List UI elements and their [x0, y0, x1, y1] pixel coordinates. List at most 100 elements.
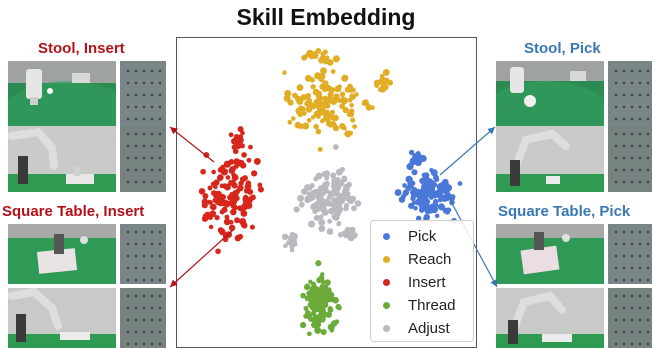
- legend-label-adjust: Adjust: [408, 320, 450, 337]
- point-thread: [306, 290, 313, 297]
- point-insert: [246, 157, 252, 163]
- point-adjust: [322, 198, 329, 205]
- point-reach: [352, 124, 357, 130]
- point-reach: [294, 121, 302, 129]
- legend-dot-reach: [383, 256, 390, 263]
- thumb-square-table-insert-arm: [120, 288, 166, 348]
- point-adjust: [346, 181, 352, 188]
- point-insert: [202, 193, 209, 200]
- point-pick: [426, 182, 433, 189]
- point-reach: [379, 73, 385, 79]
- point-insert: [231, 174, 239, 181]
- point-pick: [415, 200, 421, 206]
- point-adjust: [283, 243, 288, 249]
- photo-square-table-insert-arm: [8, 288, 116, 348]
- point-thread: [307, 295, 315, 303]
- point-pick: [438, 197, 443, 203]
- thumb-stool-pick-arm: [608, 126, 652, 192]
- point-insert: [239, 176, 246, 183]
- point-insert: [230, 208, 237, 216]
- point-insert: [235, 134, 243, 142]
- point-pick: [418, 207, 425, 213]
- point-adjust: [332, 144, 339, 150]
- point-insert: [214, 214, 220, 221]
- point-insert: [231, 182, 238, 189]
- legend-item-insert: Insert: [371, 271, 473, 294]
- point-pick: [449, 199, 455, 206]
- point-reach: [327, 91, 334, 98]
- point-reach: [339, 103, 345, 109]
- point-reach: [361, 100, 367, 106]
- point-reach: [315, 128, 322, 135]
- point-reach: [292, 92, 298, 99]
- point-insert: [207, 185, 213, 191]
- point-pick: [415, 150, 421, 156]
- point-reach: [339, 91, 346, 97]
- point-insert: [248, 144, 253, 150]
- point-thread: [326, 289, 332, 296]
- point-insert: [239, 143, 245, 149]
- point-reach: [310, 115, 316, 120]
- point-insert: [224, 214, 230, 220]
- point-reach: [344, 130, 352, 138]
- point-adjust: [307, 184, 313, 191]
- point-adjust: [290, 232, 298, 241]
- point-reach: [317, 146, 323, 152]
- label-stool-pick: Stool, Pick: [524, 40, 601, 57]
- point-reach: [310, 84, 316, 90]
- legend-label-pick: Pick: [408, 228, 437, 245]
- point-pick: [407, 180, 414, 187]
- point-pick: [411, 200, 417, 206]
- point-thread: [316, 297, 323, 304]
- point-reach: [301, 54, 308, 61]
- point-insert: [215, 248, 221, 255]
- point-thread: [307, 331, 312, 337]
- point-adjust: [336, 221, 341, 227]
- point-pick: [438, 204, 445, 211]
- point-reach: [326, 120, 333, 127]
- point-thread: [321, 285, 327, 292]
- point-thread: [305, 309, 311, 316]
- point-insert: [211, 169, 216, 175]
- point-reach: [330, 115, 336, 121]
- point-reach: [378, 78, 384, 84]
- point-insert: [203, 151, 210, 158]
- point-insert: [209, 204, 215, 210]
- point-adjust: [301, 188, 308, 196]
- point-adjust: [298, 201, 305, 208]
- point-insert: [234, 217, 241, 224]
- point-adjust: [327, 201, 332, 207]
- point-insert: [245, 180, 252, 187]
- point-reach: [309, 77, 315, 83]
- point-reach: [383, 84, 389, 90]
- point-thread: [313, 305, 321, 313]
- point-reach: [374, 81, 379, 87]
- point-insert: [220, 195, 226, 201]
- legend-item-pick: Pick: [371, 225, 473, 248]
- point-pick: [408, 149, 415, 156]
- point-insert: [228, 167, 235, 174]
- point-insert: [253, 157, 261, 165]
- point-reach: [350, 117, 356, 123]
- point-adjust: [319, 189, 327, 197]
- legend-dot-thread: [383, 302, 390, 309]
- point-insert: [220, 199, 227, 206]
- point-adjust: [321, 171, 328, 177]
- point-thread: [324, 279, 331, 286]
- point-pick: [431, 169, 437, 174]
- point-thread: [321, 297, 328, 304]
- point-reach: [342, 106, 349, 114]
- point-pick: [445, 192, 452, 199]
- point-pick: [409, 189, 416, 196]
- point-pick: [410, 195, 416, 202]
- point-adjust: [326, 228, 334, 235]
- point-reach: [340, 97, 346, 104]
- label-square-table-pick: Square Table, Pick: [498, 203, 631, 220]
- point-reach: [319, 108, 327, 116]
- point-reach: [323, 59, 329, 65]
- point-reach: [287, 120, 293, 125]
- point-adjust: [343, 232, 349, 239]
- point-insert: [213, 196, 220, 202]
- point-reach: [300, 106, 306, 112]
- point-insert: [231, 144, 237, 150]
